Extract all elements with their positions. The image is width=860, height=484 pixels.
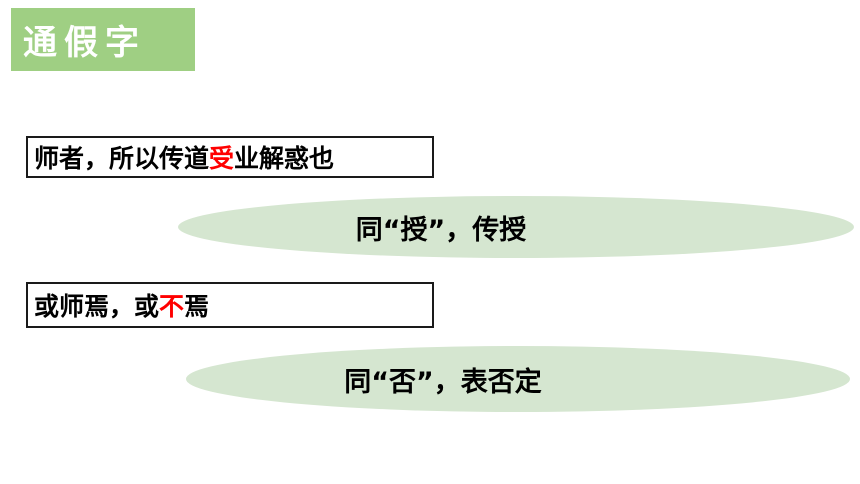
title-banner: 通假字 bbox=[11, 8, 195, 71]
sentence-text: 焉 bbox=[184, 292, 210, 321]
highlighted-character: 受 bbox=[209, 144, 235, 173]
sentence-text: 师者，所以传道 bbox=[34, 144, 210, 173]
sentence-box-1: 师者，所以传道受业解惑也 bbox=[26, 136, 434, 178]
explanation-ellipse-1: 同“授”，传授 bbox=[178, 196, 854, 258]
highlighted-character: 不 bbox=[159, 292, 185, 321]
sentence-box-2: 或师焉，或不焉 bbox=[26, 282, 434, 328]
page-title: 通假字 bbox=[23, 23, 146, 63]
explanation-text: 同“否”，表否定 bbox=[344, 366, 542, 398]
explanation-text: 同“授”，传授 bbox=[355, 214, 527, 246]
sentence-text: 业解惑也 bbox=[234, 144, 335, 173]
sentence-text: 或师焉，或 bbox=[34, 292, 160, 321]
explanation-ellipse-2: 同“否”，表否定 bbox=[186, 346, 850, 412]
